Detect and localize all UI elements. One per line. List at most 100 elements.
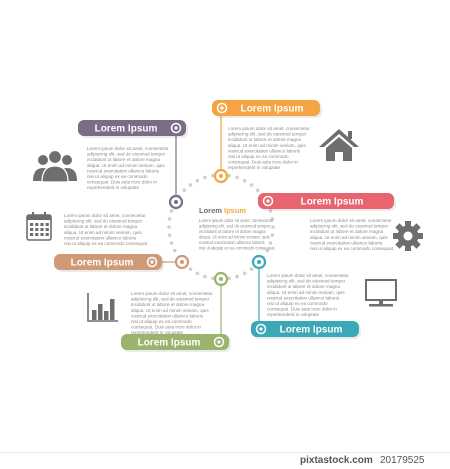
step-body-line: incididunt ut labore et dolore magna xyxy=(310,229,383,234)
step-label: Lorem Ipsum xyxy=(241,104,304,115)
step-pill: Lorem Ipsum xyxy=(212,100,322,118)
step-body-line: reprehenderit in voluptate xyxy=(267,312,320,317)
ring-node xyxy=(213,168,229,184)
pill-node-icon xyxy=(216,102,228,114)
step-body-line: aliqua. Ut enim ad minim veniam, quis xyxy=(228,143,306,148)
step-body-line: nisi ut aliquip ex ea commodo xyxy=(87,174,148,179)
svg-text:Lorem Ipsum: Lorem Ipsum xyxy=(199,206,246,215)
step-body-text: Lorem ipsum dolor sit amet, consectetura… xyxy=(131,291,213,335)
step-body-line: reprehenderit in voluptate xyxy=(87,185,140,190)
step-body-line: nisi ut aliquip ex ea commodo xyxy=(228,154,289,159)
footer-id: 20179525 xyxy=(380,455,425,466)
ring-dot xyxy=(227,276,231,281)
ring-dot xyxy=(203,274,207,279)
ring-dot xyxy=(195,271,200,276)
center-text-block: Lorem Ipsum Lorem ipsum dolor sit amet, … xyxy=(199,206,275,251)
ring-dot xyxy=(235,175,239,180)
step-body-text: Lorem ipsum dolor sit amet, consectetura… xyxy=(64,213,148,246)
step-body-line: aliqua. Ut enim ad minim veniam, quis xyxy=(267,290,345,295)
ring-dot xyxy=(167,233,172,237)
step-body-line: adipiscing elit, sed do eiusmod tempor xyxy=(228,132,307,137)
step-pill: Lorem Ipsum xyxy=(78,120,188,138)
step-label: Lorem Ipsum xyxy=(280,325,343,336)
step-body-line: adipiscing elit, sed do eiusmod tempor xyxy=(87,152,166,157)
step-body-line: nostrud exercitation ullamco laboris xyxy=(267,295,340,300)
ring-dot xyxy=(249,183,254,187)
ring-dot xyxy=(203,175,207,180)
step-label: Lorem Ipsum xyxy=(301,197,364,208)
step-body-line: nostrud exercitation ullamco laboris xyxy=(64,235,137,240)
step-body-line: reprehenderit in voluptate xyxy=(228,165,281,170)
ring-dot xyxy=(270,233,275,237)
step-pill: Lorem Ipsum xyxy=(54,254,164,272)
ring-dot xyxy=(182,188,187,193)
step-body-line: consequat. Duis aute irure dolor in xyxy=(228,160,298,165)
step-body-line: nisi ut aliquip ex ea commodo consequat xyxy=(310,246,394,251)
gear-icon xyxy=(393,221,423,251)
center-text-line: adipiscing elit, sed do eiusmod tempor xyxy=(199,224,271,229)
center-text-line: nostrud exercitation ullamco laboris xyxy=(199,240,265,245)
step-body-line: nostrud exercitation ullamco laboris xyxy=(87,168,160,173)
step-body-line: nostrud exercitation ullamco laboris xyxy=(131,313,204,318)
step-body-line: incididunt ut labore et dolore magna xyxy=(228,137,301,142)
step-texts: Lorem ipsum dolor sit amet, consectetura… xyxy=(64,126,394,335)
footer-brand: pixtastock.com xyxy=(300,455,373,466)
step-body-line: reprehenderit in voluptate xyxy=(131,330,184,335)
step-body-line: consequat. Duis aute irure dolor in xyxy=(131,325,201,330)
step-body-line: Lorem ipsum dolor sit amet, consectetur xyxy=(64,213,146,218)
monitor-icon xyxy=(365,279,397,307)
center-text-line: aliqua. Ut enim ad minim veniam, quis xyxy=(199,235,270,240)
center-title-dark: Lorem xyxy=(199,206,224,215)
center-text-line: nisi ut aliquip ex ea commodo consequat xyxy=(199,246,275,251)
step-body-line: Lorem ipsum dolor sit amet, consectetur xyxy=(310,218,392,223)
step-body-line: incididunt ut labore et dolore magna xyxy=(131,302,204,307)
step-body-text: Lorem ipsum dolor sit amet, consectetura… xyxy=(87,146,169,190)
center-text-line: Lorem ipsum dolor sit amet, consectetur xyxy=(199,218,274,223)
ring-dot xyxy=(167,217,172,221)
ring-dot xyxy=(169,241,174,245)
people-icon xyxy=(33,149,77,183)
ring-dot xyxy=(270,217,275,221)
ring-dot xyxy=(242,271,247,276)
ring-dot xyxy=(265,248,270,253)
step-icons xyxy=(26,129,423,322)
ring-dot xyxy=(188,183,193,187)
step-body-line: adipiscing elit, sed do eiusmod tempor xyxy=(131,297,210,302)
step-body-line: incididunt ut labore et dolore magna xyxy=(267,284,340,289)
step-body-text: Lorem ipsum dolor sit amet, consectetura… xyxy=(228,126,310,170)
ring-dot xyxy=(195,178,200,183)
step-body-line: adipiscing elit, sed do eiusmod tempor xyxy=(64,219,143,224)
ring-node xyxy=(213,271,229,287)
step-body-text: Lorem ipsum dolor sit amet, consectetura… xyxy=(310,218,394,251)
center-title-accent: Ipsum xyxy=(224,206,246,215)
step-body-line: nisi ut aliquip ex ea commodo consequat xyxy=(64,241,148,246)
step-pill: Lorem Ipsum xyxy=(121,334,231,352)
step-body-line: aliqua. Ut enim ad minim veniam, quis xyxy=(87,163,165,168)
ring-node xyxy=(251,254,267,270)
step-pill: Lorem Ipsum xyxy=(251,321,361,339)
pill-node-icon xyxy=(262,195,274,207)
calendar-icon xyxy=(26,212,52,241)
ring-dot xyxy=(235,274,239,279)
step-body-line: consequat. Duis aute irure dolor in xyxy=(267,307,337,312)
step-body-line: nostrud exercitation ullamco laboris xyxy=(228,148,301,153)
step-label: Lorem Ipsum xyxy=(138,338,201,349)
step-body-line: nisi ut aliquip ex ea commodo xyxy=(267,301,328,306)
step-body-line: nisi ut aliquip ex ea commodo xyxy=(131,319,192,324)
ring-dot xyxy=(172,248,177,253)
ring-dot xyxy=(211,173,215,178)
bar-chart-icon xyxy=(87,293,118,322)
ring-dot xyxy=(242,178,247,183)
step-body-line: incididunt ut labore et dolore magna xyxy=(64,224,137,229)
ring-dot xyxy=(249,267,254,271)
step-body-line: Lorem ipsum dolor sit amet, consectetur xyxy=(228,126,310,131)
home-icon xyxy=(319,129,359,161)
pill-node-icon xyxy=(255,323,267,335)
step-body-line: aliqua. Ut enim ad minim veniam, quis xyxy=(131,308,209,313)
step-body-text: Lorem ipsum dolor sit amet, consectetura… xyxy=(267,273,349,317)
pill-node-icon xyxy=(170,122,182,134)
pill-node-icon xyxy=(213,336,225,348)
ring-dot xyxy=(227,173,231,178)
